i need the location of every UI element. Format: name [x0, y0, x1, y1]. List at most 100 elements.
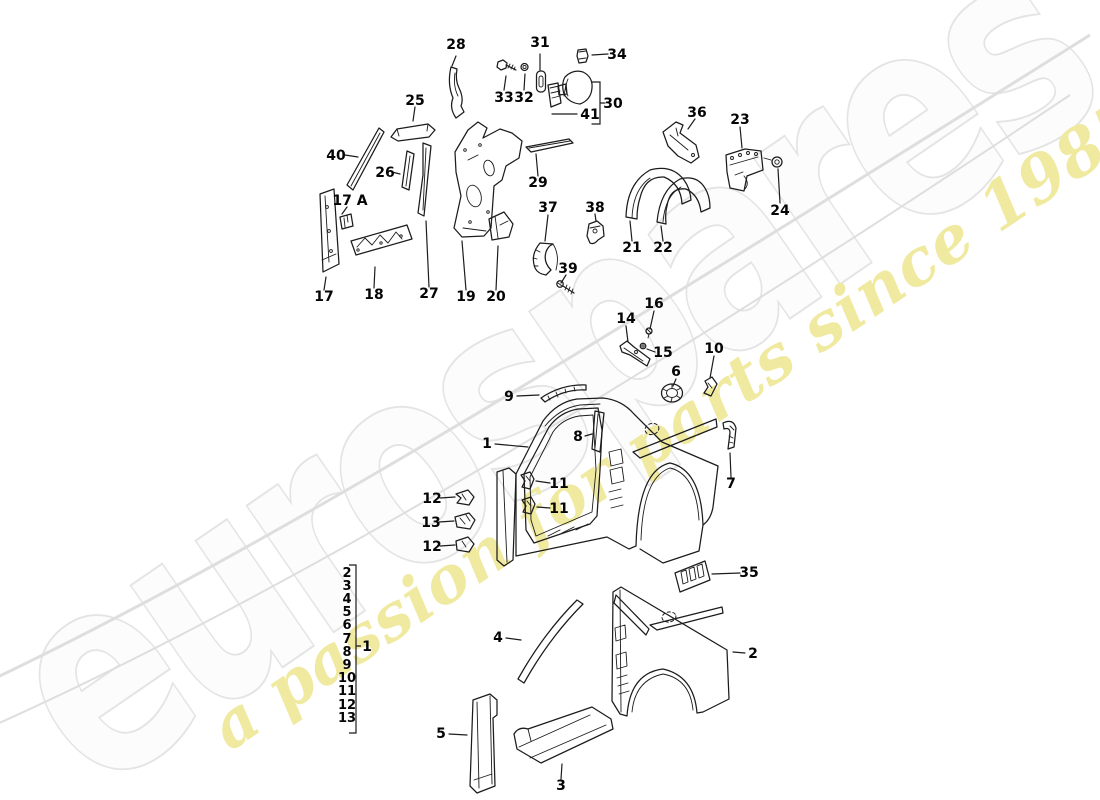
callout-11-lower: 11	[549, 501, 568, 517]
part-24-drawing	[771, 156, 783, 168]
callout-23: 23	[730, 112, 749, 128]
callout-25: 25	[405, 93, 424, 109]
callout-6: 6	[671, 364, 681, 380]
part-18-drawing	[350, 224, 413, 256]
part-26-drawing	[401, 150, 415, 191]
assembly-item: 7	[342, 632, 351, 647]
part-4-drawing	[517, 599, 584, 684]
part-20-drawing	[488, 211, 514, 241]
part-36-drawing	[662, 121, 700, 164]
part-5-drawing	[469, 693, 498, 794]
callout-3: 3	[556, 778, 566, 794]
callout-33: 33	[494, 90, 513, 106]
part-39-drawing	[556, 280, 575, 295]
part-28-drawing	[448, 66, 465, 119]
part-25-drawing	[390, 123, 436, 142]
part-3-drawing	[513, 706, 614, 764]
callout-29: 29	[528, 175, 547, 191]
part-11-lower-drawing	[521, 496, 536, 515]
part-17a-drawing	[339, 213, 354, 230]
callout-11-upper: 11	[549, 476, 568, 492]
part-7-drawing	[722, 420, 737, 450]
part-9-drawing	[540, 384, 587, 403]
callout-22: 22	[653, 240, 672, 256]
part-30-drawing	[557, 70, 593, 105]
callout-20: 20	[486, 289, 506, 305]
callout-19: 19	[456, 289, 475, 305]
assembly-item: 6	[342, 618, 351, 633]
callout-28: 28	[446, 37, 465, 53]
callout-17a: 17 A	[332, 193, 367, 209]
callout-31: 31	[530, 35, 549, 51]
callout-2: 2	[748, 646, 758, 662]
part-35-drawing	[674, 560, 711, 593]
assembly-item: 9	[342, 658, 351, 673]
assembly-bracket	[349, 564, 361, 734]
callout-16: 16	[644, 296, 663, 312]
part-13-drawing	[454, 512, 476, 530]
callout-37: 37	[538, 200, 557, 216]
callout-38: 38	[585, 200, 604, 216]
part-38-drawing	[586, 220, 605, 245]
callout-24: 24	[770, 203, 790, 219]
assembly-item: 5	[342, 605, 351, 620]
part-12-upper-drawing	[455, 489, 475, 506]
callout-8: 8	[573, 429, 583, 445]
part-16-drawing	[645, 327, 653, 339]
part-11-upper-drawing	[520, 471, 535, 490]
callout-30: 30	[603, 96, 623, 112]
callout-9: 9	[504, 389, 514, 405]
part-1-drawing	[496, 397, 719, 567]
callout-40: 40	[326, 148, 346, 164]
part-23-drawing	[725, 148, 772, 192]
callout-36: 36	[687, 105, 706, 121]
assembly-item: 10	[338, 671, 356, 686]
assembly-item: 12	[338, 698, 356, 713]
part-2-drawing	[611, 586, 730, 717]
part-10-drawing	[703, 376, 718, 397]
part-22-drawing	[656, 177, 711, 225]
assembly-item: 13	[338, 711, 356, 726]
leader-lines	[323, 53, 781, 780]
part-27-drawing	[417, 142, 432, 217]
part-37-drawing	[532, 242, 558, 276]
callout-labels: 28 31 34 33 32 30 41 25 36 23 40 26 17 A…	[314, 35, 790, 794]
callout-35: 35	[739, 565, 758, 581]
part-40-drawing	[346, 127, 385, 191]
callout-4: 4	[493, 630, 503, 646]
callout-12-lower: 12	[422, 539, 441, 555]
callout-32: 32	[514, 90, 533, 106]
assembly-item: 3	[342, 579, 351, 594]
watermark-swoosh-upper	[0, 33, 1091, 678]
callout-39: 39	[558, 261, 577, 277]
part-32-drawing	[520, 62, 529, 72]
part-8-drawing	[591, 410, 605, 453]
part-6-drawing	[660, 383, 684, 403]
part-12-lower-drawing	[455, 536, 475, 553]
part-29-drawing	[525, 138, 574, 153]
part-33-drawing	[496, 59, 517, 71]
assembly-item: 8	[342, 645, 351, 660]
part-31-drawing	[535, 70, 547, 93]
part-34-drawing	[576, 48, 589, 64]
part-19-drawing	[453, 121, 523, 238]
callout-17: 17	[314, 289, 333, 305]
callout-10: 10	[704, 341, 724, 357]
callout-13: 13	[421, 515, 440, 531]
callout-7: 7	[726, 476, 736, 492]
assembly-item: 2	[342, 566, 351, 581]
assembly-item: 4	[342, 592, 351, 607]
callout-14: 14	[616, 311, 636, 327]
callout-5: 5	[436, 726, 446, 742]
callout-1: 1	[482, 436, 492, 452]
part-17-drawing	[319, 188, 340, 273]
callout-21: 21	[622, 240, 641, 256]
callout-26: 26	[375, 165, 394, 181]
part-41-drawing	[547, 82, 562, 108]
assembly-item: 11	[338, 684, 356, 699]
assembly-ref-label: 1	[362, 639, 372, 655]
callout-15: 15	[653, 345, 672, 361]
watermark-swoosh-lower	[0, 94, 1071, 724]
